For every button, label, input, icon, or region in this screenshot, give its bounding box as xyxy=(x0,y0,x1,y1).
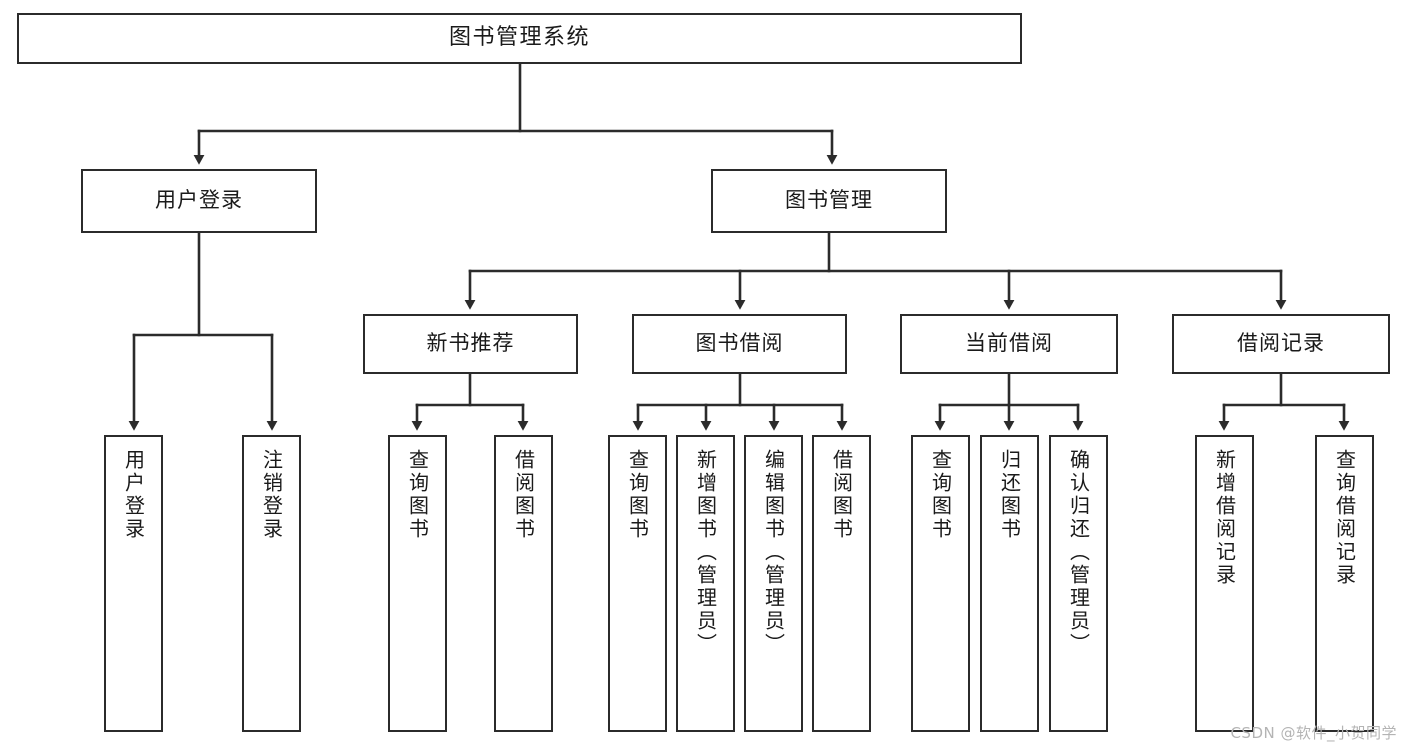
node-label: 查询图书 xyxy=(405,449,430,541)
node-label: 查询图书 xyxy=(928,449,953,541)
node-borrow-record[interactable]: 借阅记录 xyxy=(1172,314,1390,374)
node-user-login[interactable]: 用户登录 xyxy=(81,169,317,233)
node-label: 图书管理系统 xyxy=(448,25,590,51)
node-label: 查询借阅记录 xyxy=(1332,449,1357,587)
node-new-book-recommend[interactable]: 新书推荐 xyxy=(363,314,578,374)
leaf-query-book-current[interactable]: 查询图书 xyxy=(911,435,970,732)
node-label: 图书管理 xyxy=(785,188,873,213)
node-label: 用户登录 xyxy=(121,449,146,541)
node-label: 注销登录 xyxy=(259,449,284,541)
leaf-query-book-borrow[interactable]: 查询图书 xyxy=(608,435,667,732)
node-root-book-management-system[interactable]: 图书管理系统 xyxy=(17,13,1022,64)
node-label: 借阅图书 xyxy=(829,449,854,541)
csdn-watermark: CSDN @软件_小贺同学 xyxy=(1230,724,1397,742)
leaf-return-book[interactable]: 归还图书 xyxy=(980,435,1039,732)
node-book-borrow[interactable]: 图书借阅 xyxy=(632,314,847,374)
node-label: 图书借阅 xyxy=(695,331,784,356)
leaf-borrow-book-new-recommend[interactable]: 借阅图书 xyxy=(494,435,553,732)
leaf-user-login[interactable]: 用户登录 xyxy=(104,435,163,732)
node-label: 借阅记录 xyxy=(1237,331,1325,356)
node-label: 当前借阅 xyxy=(965,331,1053,356)
node-label: 编辑图书（管理员） xyxy=(761,449,786,656)
node-label: 查询图书 xyxy=(625,449,650,541)
node-label: 确认归还（管理员） xyxy=(1066,449,1091,656)
leaf-borrow-book-borrow[interactable]: 借阅图书 xyxy=(812,435,871,732)
leaf-confirm-return-admin[interactable]: 确认归还（管理员） xyxy=(1049,435,1108,732)
node-current-borrow[interactable]: 当前借阅 xyxy=(900,314,1118,374)
leaf-query-book-new-recommend[interactable]: 查询图书 xyxy=(388,435,447,732)
node-label: 新书推荐 xyxy=(426,331,515,356)
node-book-management[interactable]: 图书管理 xyxy=(711,169,947,233)
leaf-edit-book-admin[interactable]: 编辑图书（管理员） xyxy=(744,435,803,732)
leaf-query-borrow-record[interactable]: 查询借阅记录 xyxy=(1315,435,1374,732)
node-label: 归还图书 xyxy=(997,449,1022,541)
node-label: 用户登录 xyxy=(155,188,243,213)
leaf-add-book-admin[interactable]: 新增图书（管理员） xyxy=(676,435,735,732)
leaf-add-borrow-record[interactable]: 新增借阅记录 xyxy=(1195,435,1254,732)
node-label: 借阅图书 xyxy=(511,449,536,541)
node-label: 新增图书（管理员） xyxy=(693,449,718,656)
node-label: 新增借阅记录 xyxy=(1212,449,1237,587)
leaf-logout-login[interactable]: 注销登录 xyxy=(242,435,301,732)
